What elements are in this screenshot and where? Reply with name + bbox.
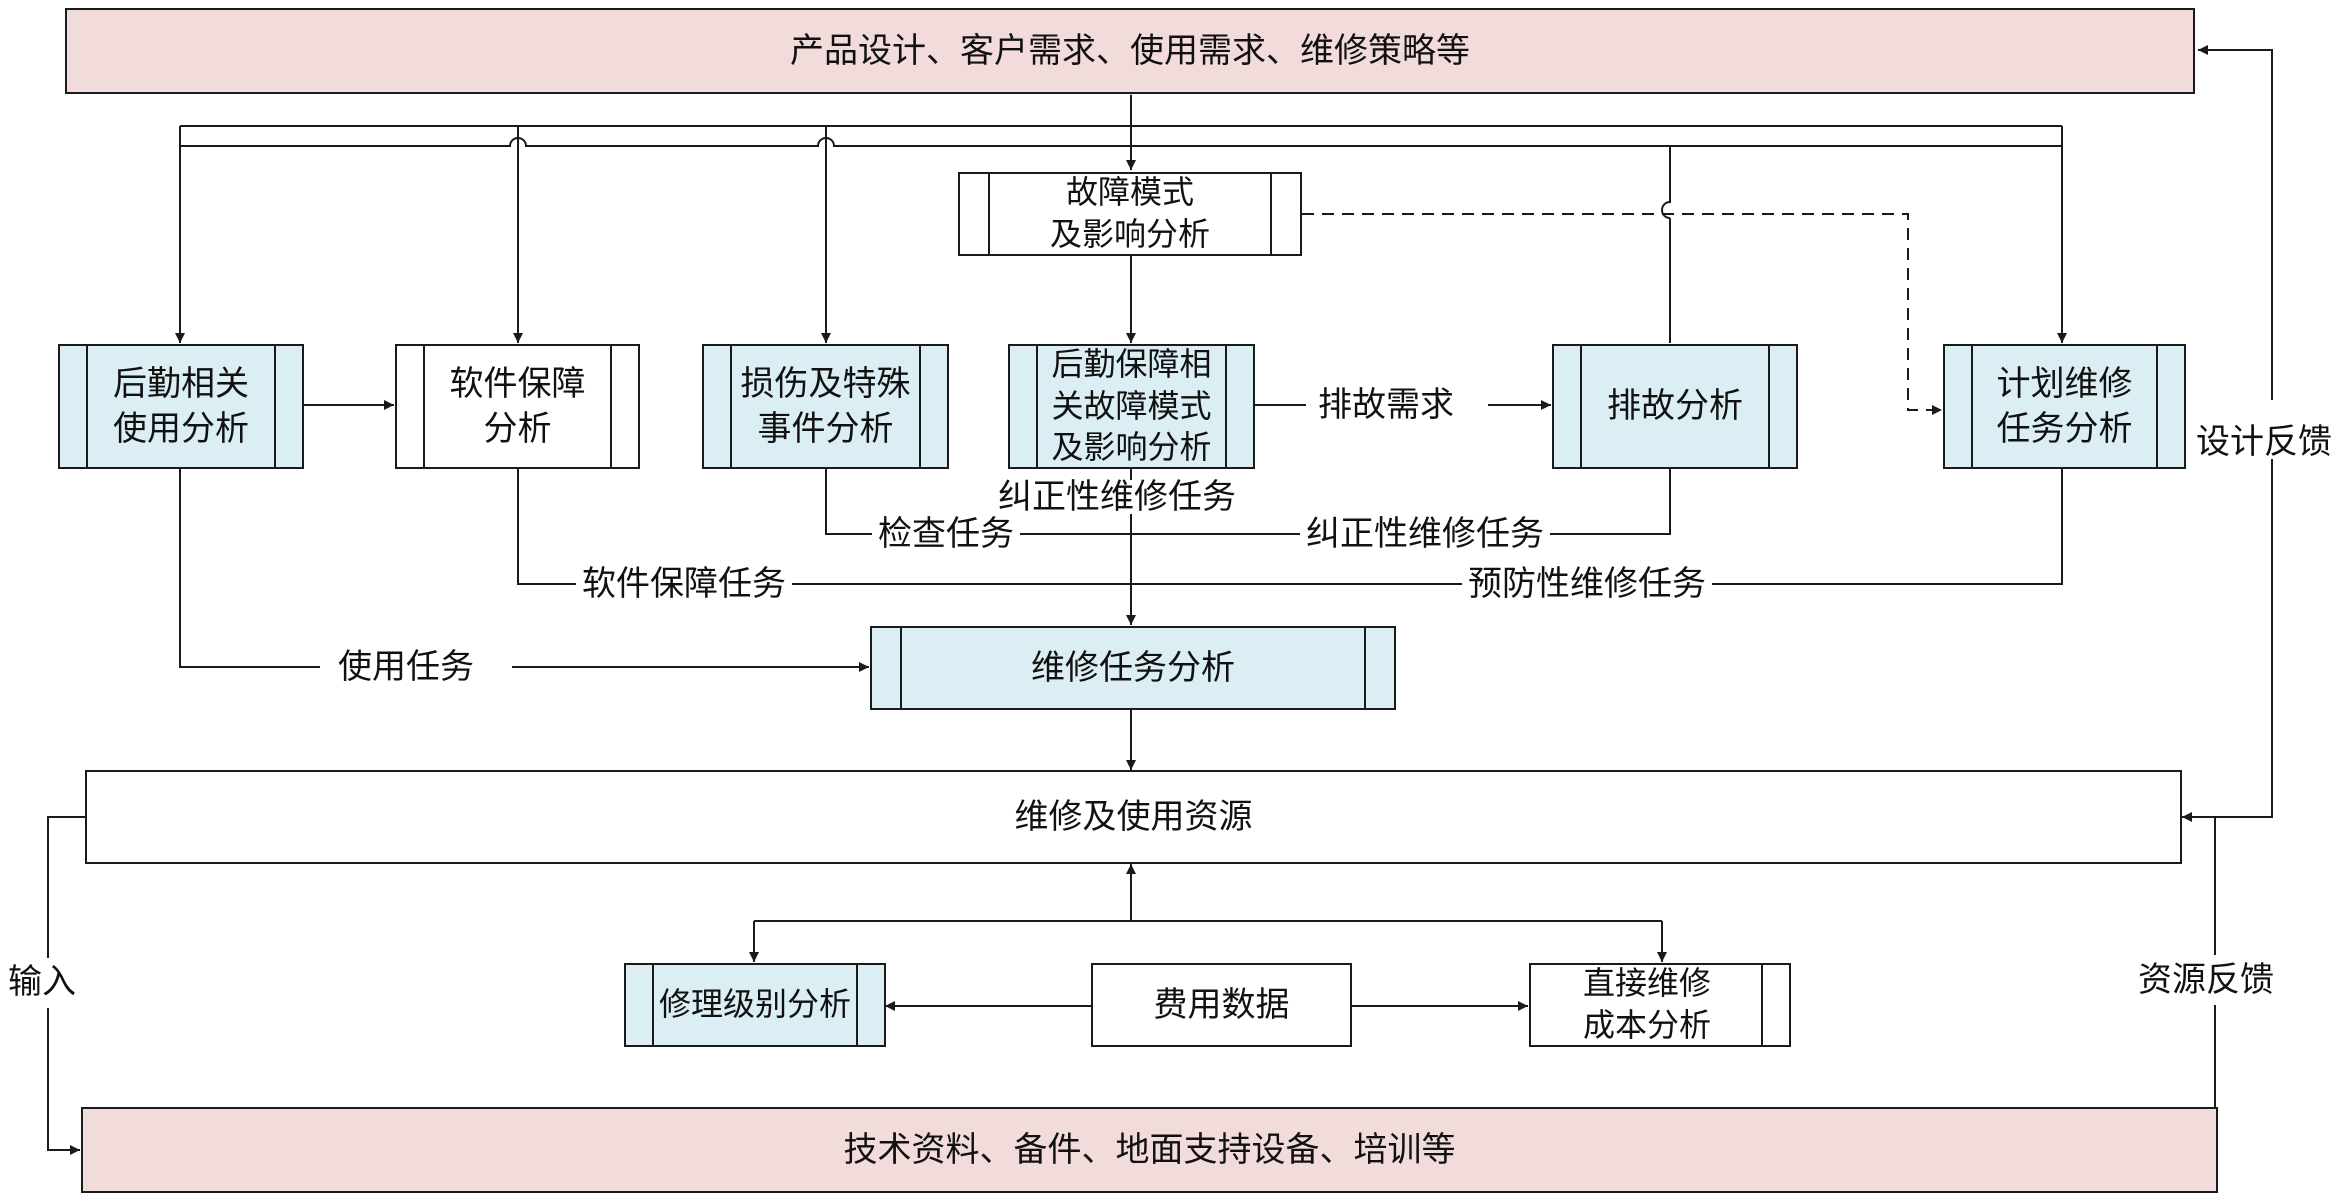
repair-level-analysis-box: 修理级别分析 bbox=[624, 963, 886, 1047]
label-software-task: 软件保障任务 bbox=[576, 567, 792, 601]
troubleshoot-analysis-text: 排故分析 bbox=[1607, 386, 1743, 427]
input-loop-lower bbox=[47, 1008, 80, 1155]
top-requirements-text: 产品设计、客户需求、使用需求、维修策略等 bbox=[790, 30, 1470, 71]
software-task-route bbox=[517, 468, 1131, 585]
design-feedback-upper bbox=[2198, 45, 2273, 400]
repair-level-analysis-text: 修理级别分析 bbox=[658, 985, 851, 1024]
logistics-fmea-text: 后勤保障相 关故障模式 及影响分析 bbox=[1051, 345, 1212, 467]
logistics-fmea-box: 后勤保障相 关故障模式 及影响分析 bbox=[1008, 344, 1255, 469]
label-inspection-task: 检查任务 bbox=[872, 517, 1020, 551]
direct-cost-analysis-box: 直接维修 成本分析 bbox=[1529, 963, 1791, 1047]
resources-box: 维修及使用资源 bbox=[85, 770, 2182, 864]
damage-analysis-text: 损伤及特殊 事件分析 bbox=[740, 364, 911, 449]
direct-cost-analysis-text: 直接维修 成本分析 bbox=[1582, 964, 1711, 1044]
design-feedback-lower bbox=[2182, 452, 2273, 818]
input-loop-upper bbox=[47, 816, 85, 958]
bottom-resources-text: 技术资料、备件、地面支持设备、培训等 bbox=[843, 1129, 1456, 1170]
planned-maintenance-analysis-box: 计划维修 任务分析 bbox=[1943, 344, 2186, 469]
usage-task-route bbox=[179, 468, 320, 668]
label-resource-feedback: 资源反馈 bbox=[2138, 960, 2274, 1000]
bottom-resources-box: 技术资料、备件、地面支持设备、培训等 bbox=[81, 1107, 2218, 1193]
maintenance-task-analysis-text: 维修任务分析 bbox=[1031, 647, 1235, 688]
fmea-text: 故障模式 及影响分析 bbox=[1049, 173, 1210, 253]
damage-analysis-box: 损伤及特殊 事件分析 bbox=[702, 344, 949, 469]
usage-analysis-text: 后勤相关 使用分析 bbox=[113, 364, 249, 449]
maintenance-task-analysis-box: 维修任务分析 bbox=[870, 626, 1396, 710]
cost-data-box: 费用数据 bbox=[1091, 963, 1352, 1047]
label-design-feedback: 设计反馈 bbox=[2196, 422, 2332, 462]
label-usage-task: 使用任务 bbox=[332, 650, 480, 684]
resource-feedback-upper bbox=[2182, 812, 2216, 955]
resources-text: 维修及使用资源 bbox=[1014, 796, 1253, 837]
label-input: 输入 bbox=[8, 962, 76, 1002]
software-analysis-box: 软件保障 分析 bbox=[395, 344, 640, 469]
inspection-task-route bbox=[825, 468, 1131, 535]
lower-bus bbox=[180, 137, 2062, 147]
top-requirements-box: 产品设计、客户需求、使用需求、维修策略等 bbox=[65, 8, 2195, 94]
label-corrective-task-center: 纠正性维修任务 bbox=[992, 480, 1242, 514]
software-analysis-text: 软件保障 分析 bbox=[449, 364, 586, 449]
preventive-task-route bbox=[1131, 468, 2063, 585]
label-preventive-task: 预防性维修任务 bbox=[1462, 567, 1712, 601]
troubleshoot-analysis-box: 排故分析 bbox=[1552, 344, 1798, 469]
fmea-to-planned-dashed bbox=[1302, 213, 1942, 415]
usage-analysis-box: 后勤相关 使用分析 bbox=[58, 344, 304, 469]
label-corrective-task-right: 纠正性维修任务 bbox=[1300, 517, 1550, 551]
planned-maintenance-analysis-text: 计划维修 任务分析 bbox=[1996, 364, 2133, 449]
label-troubleshoot-need: 排故需求 bbox=[1312, 388, 1460, 422]
fmea-box: 故障模式 及影响分析 bbox=[958, 172, 1302, 256]
cost-data-text: 费用数据 bbox=[1153, 984, 1290, 1025]
